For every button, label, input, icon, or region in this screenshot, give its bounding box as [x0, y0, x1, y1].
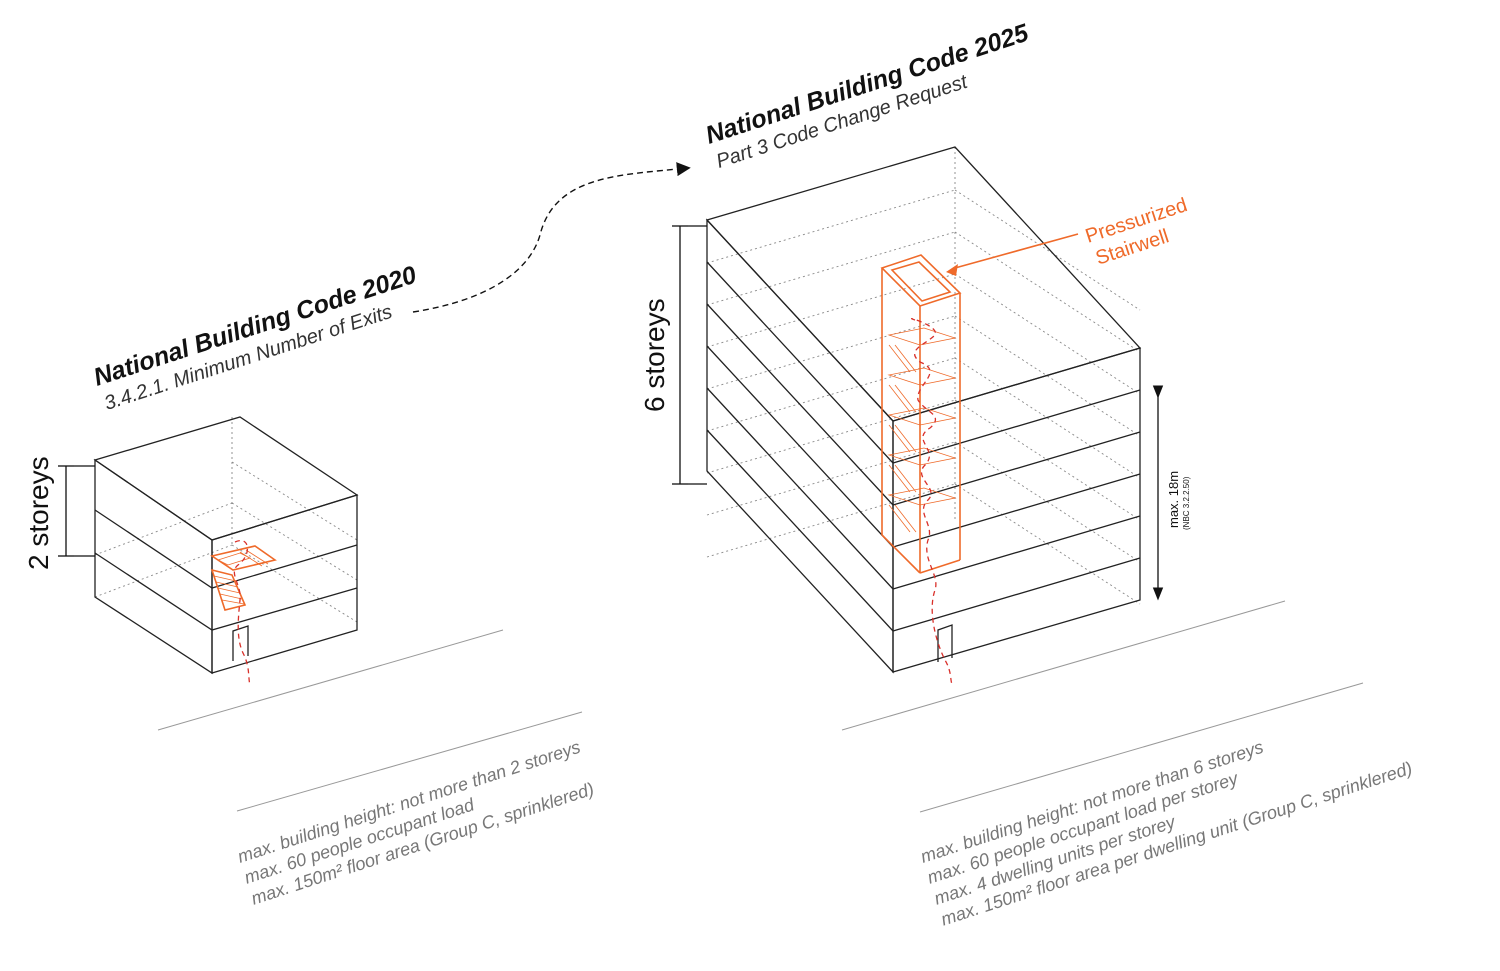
transition-arrow [412, 162, 691, 313]
storey-dimension-2020 [58, 465, 95, 557]
header-2020: National Building Code 2020 3.4.2.1. Min… [90, 261, 420, 415]
building-2020: 2 storeys [23, 416, 583, 812]
storey-dimension-2025 [672, 225, 707, 485]
egress-path-2020 [233, 539, 251, 686]
height-ref: (NBC 3.2.2.50) [1182, 476, 1191, 530]
pressurized-stairwell [880, 254, 962, 574]
notes-2020: max. building height: not more than 2 st… [235, 737, 596, 909]
stairwell-label: Pressurized Stairwell [1083, 194, 1190, 269]
building-2025: Pressurized Stairwell 6 storeys max. 18m… [639, 146, 1364, 813]
notes-divider-2020 [236, 711, 583, 812]
notes-2025: max. building height: not more than 6 st… [918, 737, 1415, 930]
stairwell-callout-line [954, 233, 1079, 269]
notes-divider-2025 [919, 682, 1364, 813]
ground-line-2025 [841, 600, 1286, 731]
title-2025: National Building Code 2025 [702, 18, 1033, 149]
storeys-label-2025: 6 storeys [639, 298, 670, 412]
storeys-label-2020: 2 storeys [23, 456, 54, 570]
height-label: max. 18m [1166, 471, 1181, 528]
stairwell-callout-arrow [946, 264, 958, 276]
stair-2020 [210, 545, 277, 611]
egress-path-2025 [911, 318, 953, 685]
hidden-edges-2020 [94, 417, 358, 623]
ground-line-2020 [157, 629, 504, 731]
header-2025: National Building Code 2025 Part 3 Code … [702, 18, 1033, 172]
stair-flights [887, 327, 957, 533]
